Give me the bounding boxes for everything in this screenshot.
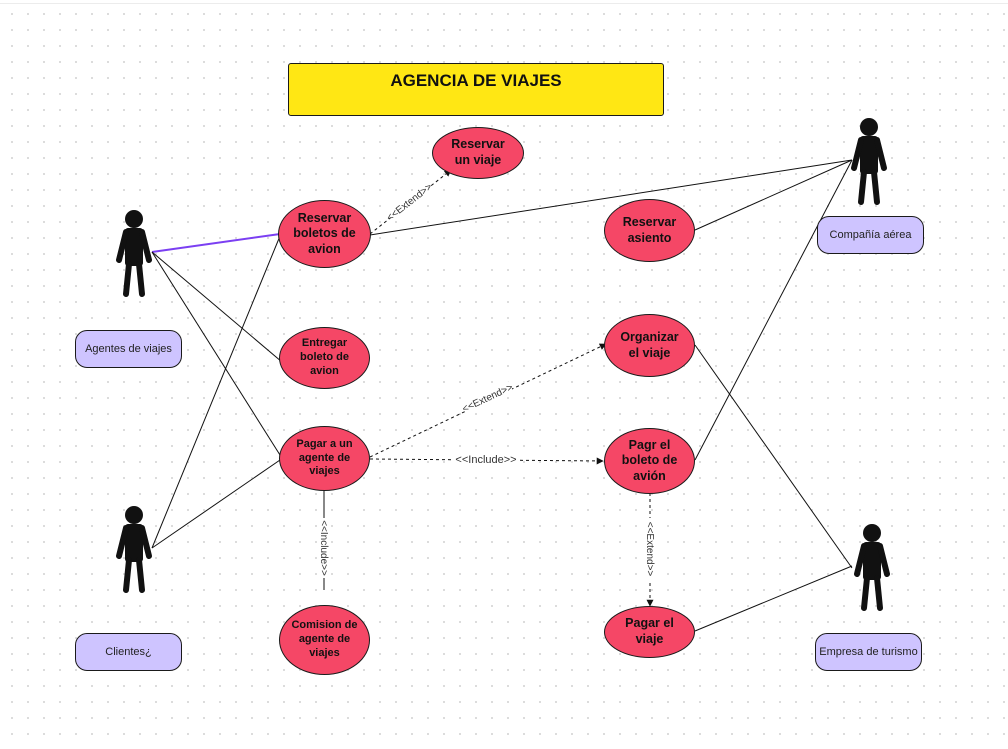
top-divider <box>0 3 1008 4</box>
usecase-line: Organizar <box>620 329 679 344</box>
usecase-reservar-boletos-de-avion[interactable]: Reservar boletos de avion <box>278 200 371 268</box>
assoc-compania-pagar-boleto[interactable] <box>694 159 853 461</box>
extend-label-reservar: <<Extend>> <box>385 181 435 223</box>
usecase-line: avion <box>308 241 341 256</box>
usecase-entregar-boleto-de-avion[interactable]: Entregar boleto de avion <box>279 327 370 389</box>
usecase-line: agente de <box>298 633 351 646</box>
actor-label-text: Agentes de viajes <box>85 343 172 355</box>
assoc-clientes-reservar-boletos[interactable] <box>151 235 281 549</box>
usecase-line: viajes <box>309 465 340 478</box>
actor-label-text: Clientes¿ <box>105 646 152 658</box>
assoc-agentes-pagar-agente[interactable] <box>151 251 281 456</box>
usecase-line: boleto de <box>300 351 349 364</box>
actor-label-text: Empresa de turismo <box>819 646 918 658</box>
usecase-line: asiento <box>627 230 672 245</box>
usecase-line: Pagar a un <box>296 437 353 450</box>
actor-label-agentes[interactable]: Agentes de viajes <box>75 330 182 368</box>
include-label-pagr: <<Include>> <box>455 454 516 466</box>
usecase-line: Pagr el <box>628 437 671 452</box>
actor-agentes-figure-icon[interactable] <box>116 210 152 297</box>
extend-label-organizar: <<Extend>> <box>461 382 515 415</box>
usecase-line: agente de <box>298 451 351 464</box>
actor-label-empresa[interactable]: Empresa de turismo <box>815 633 922 671</box>
extend-label-pagar-viaje: <<Extend>> <box>644 522 655 577</box>
assoc-empresa-pagar-viaje[interactable] <box>694 565 853 632</box>
assoc-clientes-pagar-agente[interactable] <box>151 459 281 549</box>
usecase-line: Entregar <box>301 337 348 350</box>
usecase-line: Comision de <box>291 619 358 632</box>
actor-label-clientes[interactable]: Clientes¿ <box>75 633 182 671</box>
assoc-empresa-organizar-viaje[interactable] <box>694 344 853 569</box>
usecase-line: avion <box>310 364 339 377</box>
extend-arrow-organizar-viaje[interactable] <box>369 343 607 458</box>
usecase-line: boletos de <box>293 226 356 241</box>
usecase-line: Reservar <box>622 214 677 229</box>
usecase-pagr-el-boleto-de-avion[interactable]: Pagr el boleto de avión <box>604 428 695 494</box>
assoc-agentes-entregar-boleto[interactable] <box>151 251 283 363</box>
usecase-line: viaje <box>635 632 664 646</box>
diagram-title[interactable]: AGENCIA DE VIAJES <box>288 63 664 116</box>
usecase-pagar-a-un-agente-de-viajes[interactable]: Pagar a un agente de viajes <box>279 426 370 491</box>
usecase-reservar-asiento[interactable]: Reservar asiento <box>604 199 695 262</box>
assoc-compania-reservar-boletos[interactable] <box>369 159 853 236</box>
usecase-line: viajes <box>309 646 340 659</box>
usecase-line: Reservar <box>297 210 352 225</box>
diagram-title-text: AGENCIA DE VIAJES <box>390 71 562 90</box>
include-label-comision: <<Include>> <box>318 520 329 576</box>
usecase-line: Pagar el <box>625 616 674 631</box>
usecase-comision-de-agente-de-viajes[interactable]: Comision de agente de viajes <box>279 605 370 675</box>
assoc-compania-reservar-asiento[interactable] <box>694 159 853 231</box>
usecase-line: el viaje <box>628 345 671 360</box>
assoc-agentes-reservar-boletos[interactable] <box>151 233 281 253</box>
actor-empresa-figure-icon[interactable] <box>854 524 890 611</box>
extend-arrow-reservar-viaje[interactable] <box>369 169 452 235</box>
usecase-organizar-el-viaje[interactable]: Organizar el viaje <box>604 314 695 377</box>
usecase-reservar-un-viaje[interactable]: Reservar un viaje <box>432 127 524 179</box>
actor-compania-figure-icon[interactable] <box>851 118 887 205</box>
actor-label-compania[interactable]: Compañía aérea <box>817 216 924 254</box>
usecase-line: Reservar <box>451 137 505 152</box>
actor-clientes-figure-icon[interactable] <box>116 506 152 593</box>
usecase-pagar-el-viaje[interactable]: Pagar el viaje <box>604 606 695 658</box>
usecase-line: boleto de <box>621 453 678 468</box>
actor-label-text: Compañía aérea <box>829 229 912 241</box>
usecase-line: avión <box>633 468 666 483</box>
usecase-line: un viaje <box>454 153 502 167</box>
